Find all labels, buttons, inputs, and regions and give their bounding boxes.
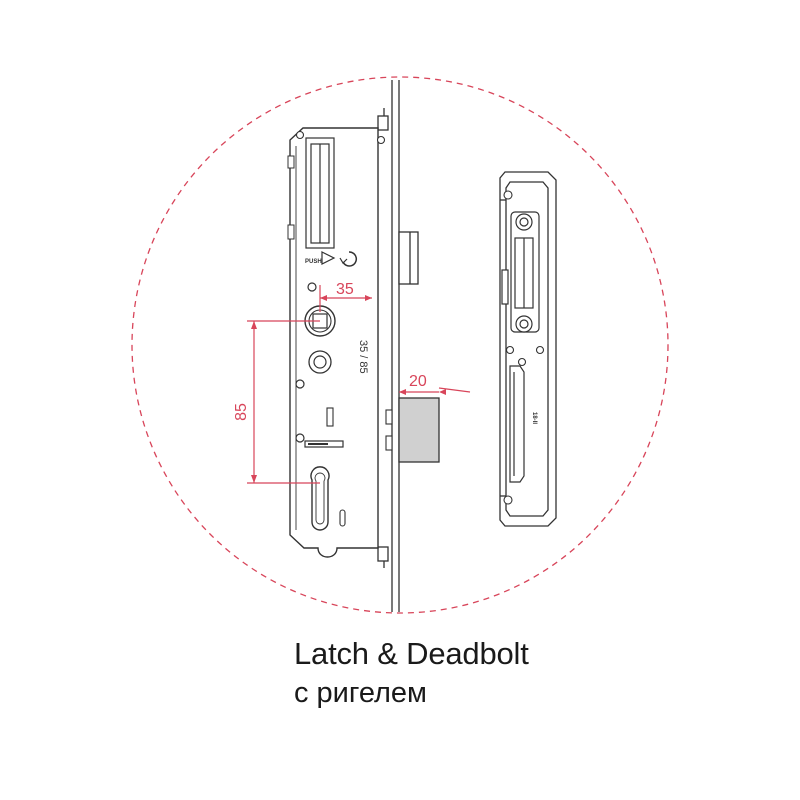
screw-hole-lower (295, 433, 305, 443)
strike-screw-lower (515, 315, 533, 333)
deadbolt (385, 397, 440, 463)
strike-hole-c (517, 357, 527, 367)
lock-case-body (289, 127, 379, 558)
case-rivet-right (376, 135, 386, 145)
euro-cylinder-hole (310, 466, 330, 531)
vertical-slot (326, 407, 334, 427)
latch-window (305, 137, 335, 249)
deadbolt-lever (304, 440, 344, 448)
case-tab-mid (287, 224, 295, 240)
strike-latch-opening (501, 211, 540, 333)
dimension-centre-distance (247, 320, 320, 484)
dimension-backset-label: 35 (336, 281, 354, 298)
screw-hole-upper (307, 282, 317, 292)
case-rivet-top (295, 130, 305, 140)
dimension-deadbolt-throw-label: 20 (409, 373, 427, 390)
dimension-deadbolt-throw (399, 387, 471, 395)
rotate-arrow-head (339, 257, 348, 264)
caption-subtitle: с ригелем (294, 677, 427, 709)
strike-screw-top (503, 190, 513, 200)
euro-cylinder-inner (314, 472, 326, 525)
case-tab-top (287, 155, 295, 169)
latch-bolt (398, 231, 419, 285)
caption-title: Latch & Deadbolt (294, 636, 529, 671)
secondary-spindle (308, 350, 332, 374)
strike-marking: 18-II (531, 412, 537, 424)
dashed-boundary-circle (131, 76, 669, 614)
case-marking: 35 / 85 (357, 340, 369, 374)
push-arrow-icon (321, 251, 336, 265)
dimension-centre-distance-label: 85 (233, 403, 250, 421)
small-slot (339, 509, 346, 527)
strike-screw-bottom (503, 495, 513, 505)
screw-hole-left (295, 379, 305, 389)
strike-hole-a (505, 345, 515, 355)
lock-faceplate (377, 80, 400, 612)
strike-deadbolt-opening (509, 365, 525, 483)
strike-hole-b (535, 345, 545, 355)
rotate-arrow-icon (342, 251, 358, 267)
strike-screw-upper (515, 213, 533, 231)
dimension-backset (319, 285, 372, 312)
push-label: PUSH (305, 259, 322, 265)
